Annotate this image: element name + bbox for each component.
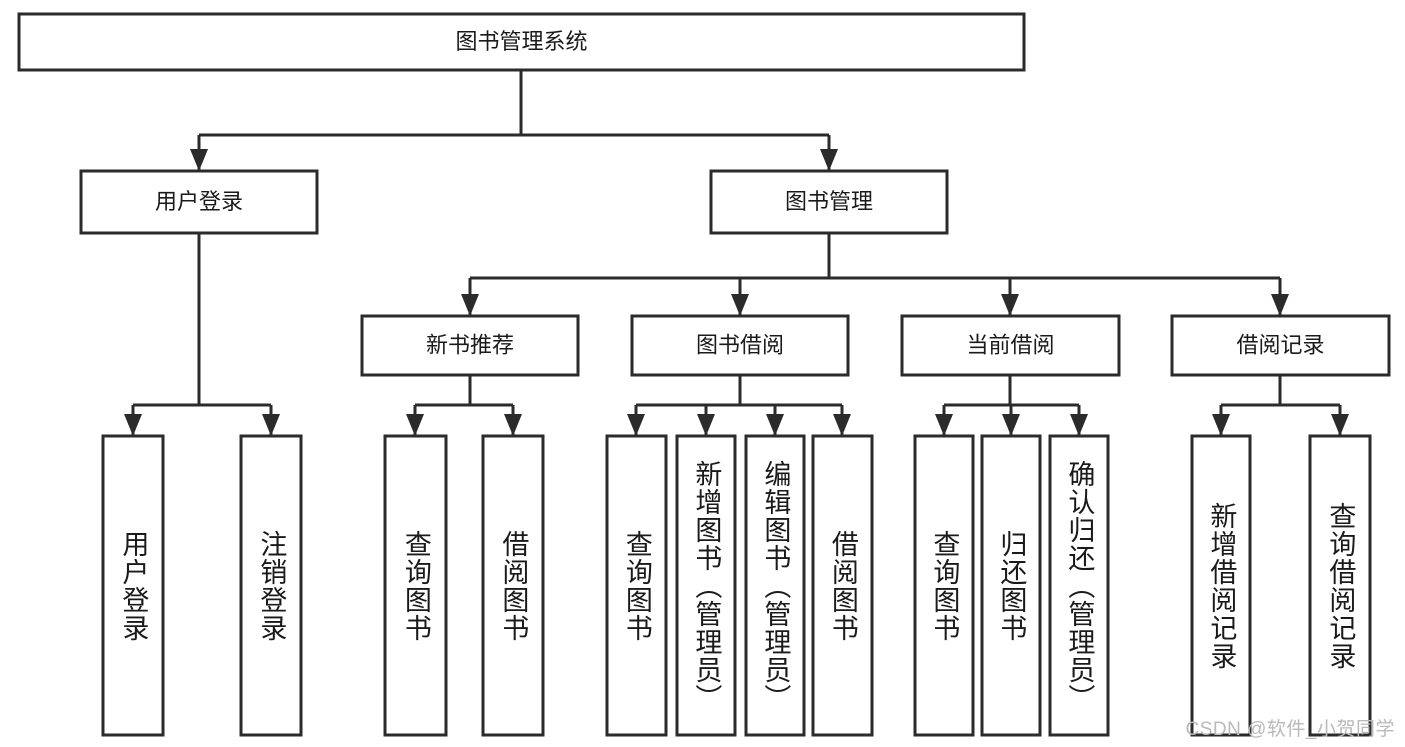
arrow-head-icon xyxy=(820,149,838,171)
arrow-head-icon xyxy=(124,414,142,436)
arrow-head-icon xyxy=(935,414,953,436)
node-leaf-query-book-recommend[interactable] xyxy=(383,434,448,737)
node-leaf-return-book[interactable] xyxy=(980,434,1042,737)
arrow-head-icon xyxy=(833,414,851,436)
arrow-head-icon xyxy=(1212,414,1230,436)
arrow-head-icon xyxy=(1331,414,1349,436)
node-leaf-query-book-current[interactable] xyxy=(913,434,975,737)
node-leaf-user-login[interactable] xyxy=(101,434,165,737)
arrow-head-icon xyxy=(406,414,424,436)
node-leaf-edit-book-admin[interactable] xyxy=(744,434,806,737)
arrow-head-icon xyxy=(504,414,522,436)
watermark-csdn: CSDN @软件_小贺同学 xyxy=(1185,719,1395,740)
arrow-head-icon xyxy=(766,414,784,436)
arrow-head-icon xyxy=(1001,294,1019,316)
arrow-head-icon xyxy=(731,294,749,316)
node-leaf-query-borrow-record[interactable] xyxy=(1308,434,1372,737)
node-current-borrow-label: 当前借阅 xyxy=(966,332,1054,357)
arrow-head-icon xyxy=(1271,294,1289,316)
arrow-head-icon xyxy=(461,294,479,316)
arrow-head-icon xyxy=(1070,414,1088,436)
node-book-borrow-label: 图书借阅 xyxy=(696,332,784,357)
arrow-head-icon xyxy=(1002,414,1020,436)
node-leaf-add-book-admin[interactable] xyxy=(675,434,737,737)
node-new-book-recommend-label: 新书推荐 xyxy=(426,332,514,357)
node-leaf-borrow-book-recommend[interactable] xyxy=(481,434,545,737)
node-root[interactable] xyxy=(17,12,1026,72)
arrow-head-icon xyxy=(190,149,208,171)
node-user-login[interactable] xyxy=(79,169,319,235)
arrow-head-icon xyxy=(262,414,280,436)
node-leaf-logout[interactable] xyxy=(239,434,303,737)
arrow-head-icon xyxy=(627,414,645,436)
node-leaf-add-borrow-record[interactable] xyxy=(1190,434,1252,737)
connectors-layer xyxy=(124,70,1349,436)
node-book-borrow[interactable] xyxy=(630,314,850,377)
node-current-borrow[interactable] xyxy=(900,314,1121,377)
node-borrow-record-label: 借阅记录 xyxy=(1236,332,1324,357)
arrow-head-icon xyxy=(697,414,715,436)
node-borrow-record[interactable] xyxy=(1170,314,1391,377)
node-user-login-label: 用户登录 xyxy=(155,189,243,214)
node-root-label: 图书管理系统 xyxy=(455,29,587,54)
node-new-book-recommend[interactable] xyxy=(360,314,580,377)
node-book-manage[interactable] xyxy=(709,169,949,235)
node-leaf-query-book-borrow[interactable] xyxy=(605,434,668,737)
node-book-manage-label: 图书管理 xyxy=(785,189,873,214)
node-leaf-borrow-book[interactable] xyxy=(811,434,874,737)
node-leaf-confirm-return-admin[interactable] xyxy=(1048,434,1110,737)
